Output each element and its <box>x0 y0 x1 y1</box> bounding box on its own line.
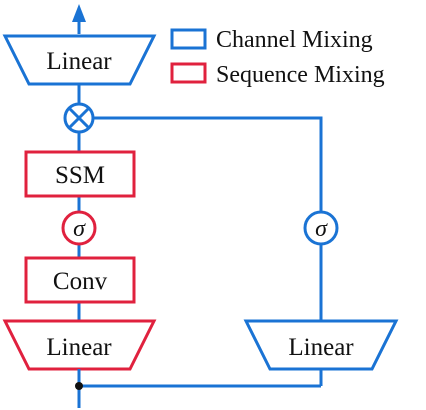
bottom-left-linear-label: Linear <box>46 334 112 361</box>
split-junction-dot <box>75 382 83 390</box>
bottom-left-linear-block: Linear <box>2 319 157 371</box>
bottom-right-linear-block: Linear <box>243 319 399 371</box>
ssm-block: SSM <box>24 150 136 198</box>
conv-label: Conv <box>53 268 108 295</box>
legend-sequence-item: Sequence Mixing <box>170 62 385 88</box>
sigma-right-node: σ <box>303 210 339 246</box>
legend: Channel Mixing Sequence Mixing <box>170 27 385 88</box>
gate-branch-top <box>93 116 323 212</box>
multiply-node <box>63 102 95 134</box>
ssm-label: SSM <box>55 162 105 189</box>
legend-sequence-swatch <box>170 62 207 84</box>
legend-channel-item: Channel Mixing <box>170 27 373 53</box>
top-linear-label: Linear <box>46 48 112 75</box>
legend-sequence-label: Sequence Mixing <box>216 62 385 88</box>
legend-channel-label: Channel Mixing <box>216 27 373 53</box>
sigma-left-node: σ <box>61 210 97 246</box>
sigma-right-label: σ <box>315 216 328 242</box>
top-linear-block: Linear <box>2 34 157 86</box>
sigma-left-label: σ <box>73 216 86 242</box>
conv-block: Conv <box>24 256 136 304</box>
bottom-right-linear-label: Linear <box>288 334 354 361</box>
output-arrowhead <box>72 4 86 22</box>
legend-channel-swatch <box>170 28 207 50</box>
